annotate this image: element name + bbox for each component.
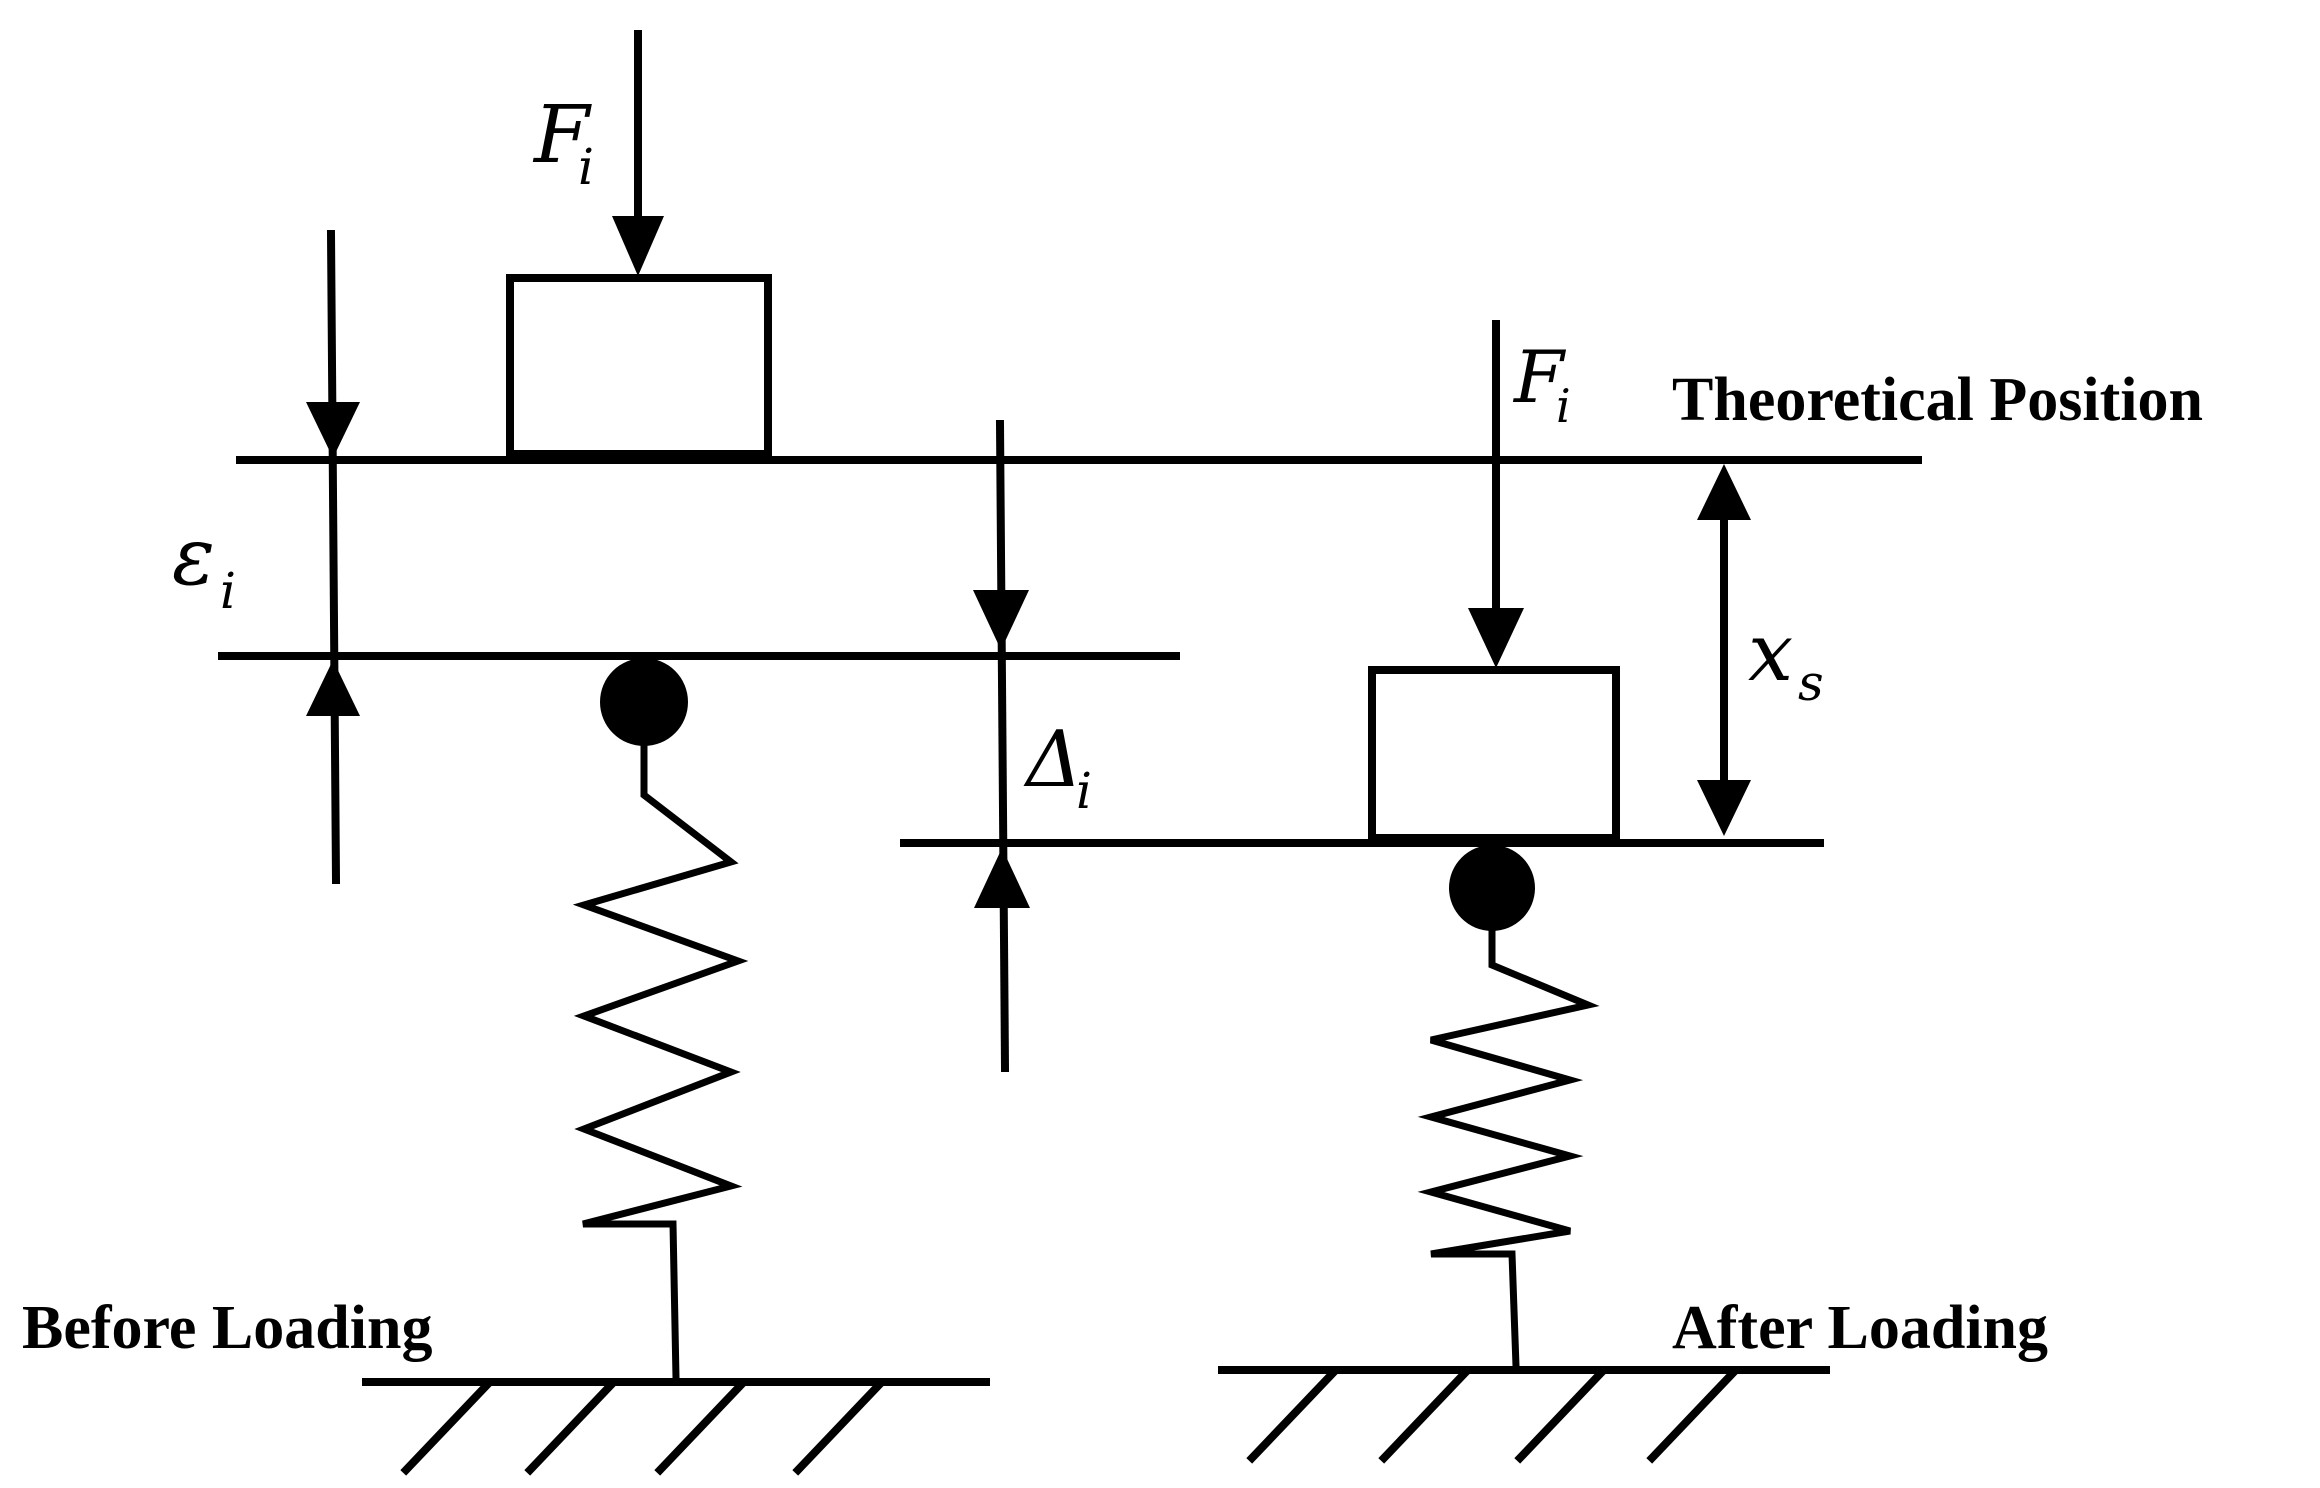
label-xs: x s	[1748, 606, 1824, 712]
label-delta: Δ i	[1023, 715, 1092, 820]
svg-text:ε: ε	[172, 510, 215, 603]
svg-text:F: F	[532, 88, 592, 181]
theoretical-position-label: Theoretical Position	[1672, 366, 2203, 434]
label-epsilon: ε i	[172, 510, 236, 620]
after-loading-label: After Loading	[1672, 1294, 2048, 1362]
svg-text:Δ: Δ	[1023, 715, 1082, 805]
spring-ball-before	[600, 658, 688, 746]
svg-text:i: i	[1076, 762, 1092, 820]
mass-block-after	[1368, 666, 1620, 842]
force-arrow-right	[1468, 320, 1524, 668]
xs-dimension	[1697, 464, 1751, 836]
svg-text:i: i	[220, 562, 236, 620]
force-arrow-top	[612, 30, 664, 276]
mass-block-before	[506, 274, 772, 458]
svg-text:i: i	[578, 138, 594, 196]
spring-before	[572, 658, 749, 1382]
spring-after	[1417, 845, 1600, 1370]
delta-dimension	[973, 419, 1030, 1073]
label-force-top: F i	[532, 88, 594, 196]
spring-ball-after	[1449, 845, 1535, 931]
before-loading-label: Before Loading	[22, 1294, 432, 1362]
label-force-right: F i	[1512, 335, 1571, 433]
epsilon-dimension	[306, 229, 360, 885]
ground-before	[362, 1378, 990, 1476]
ground-after	[1218, 1366, 1830, 1464]
svg-text:x: x	[1748, 606, 1793, 699]
svg-text:F: F	[1512, 335, 1567, 419]
svg-text:s: s	[1798, 654, 1824, 712]
svg-text:i: i	[1556, 379, 1571, 433]
